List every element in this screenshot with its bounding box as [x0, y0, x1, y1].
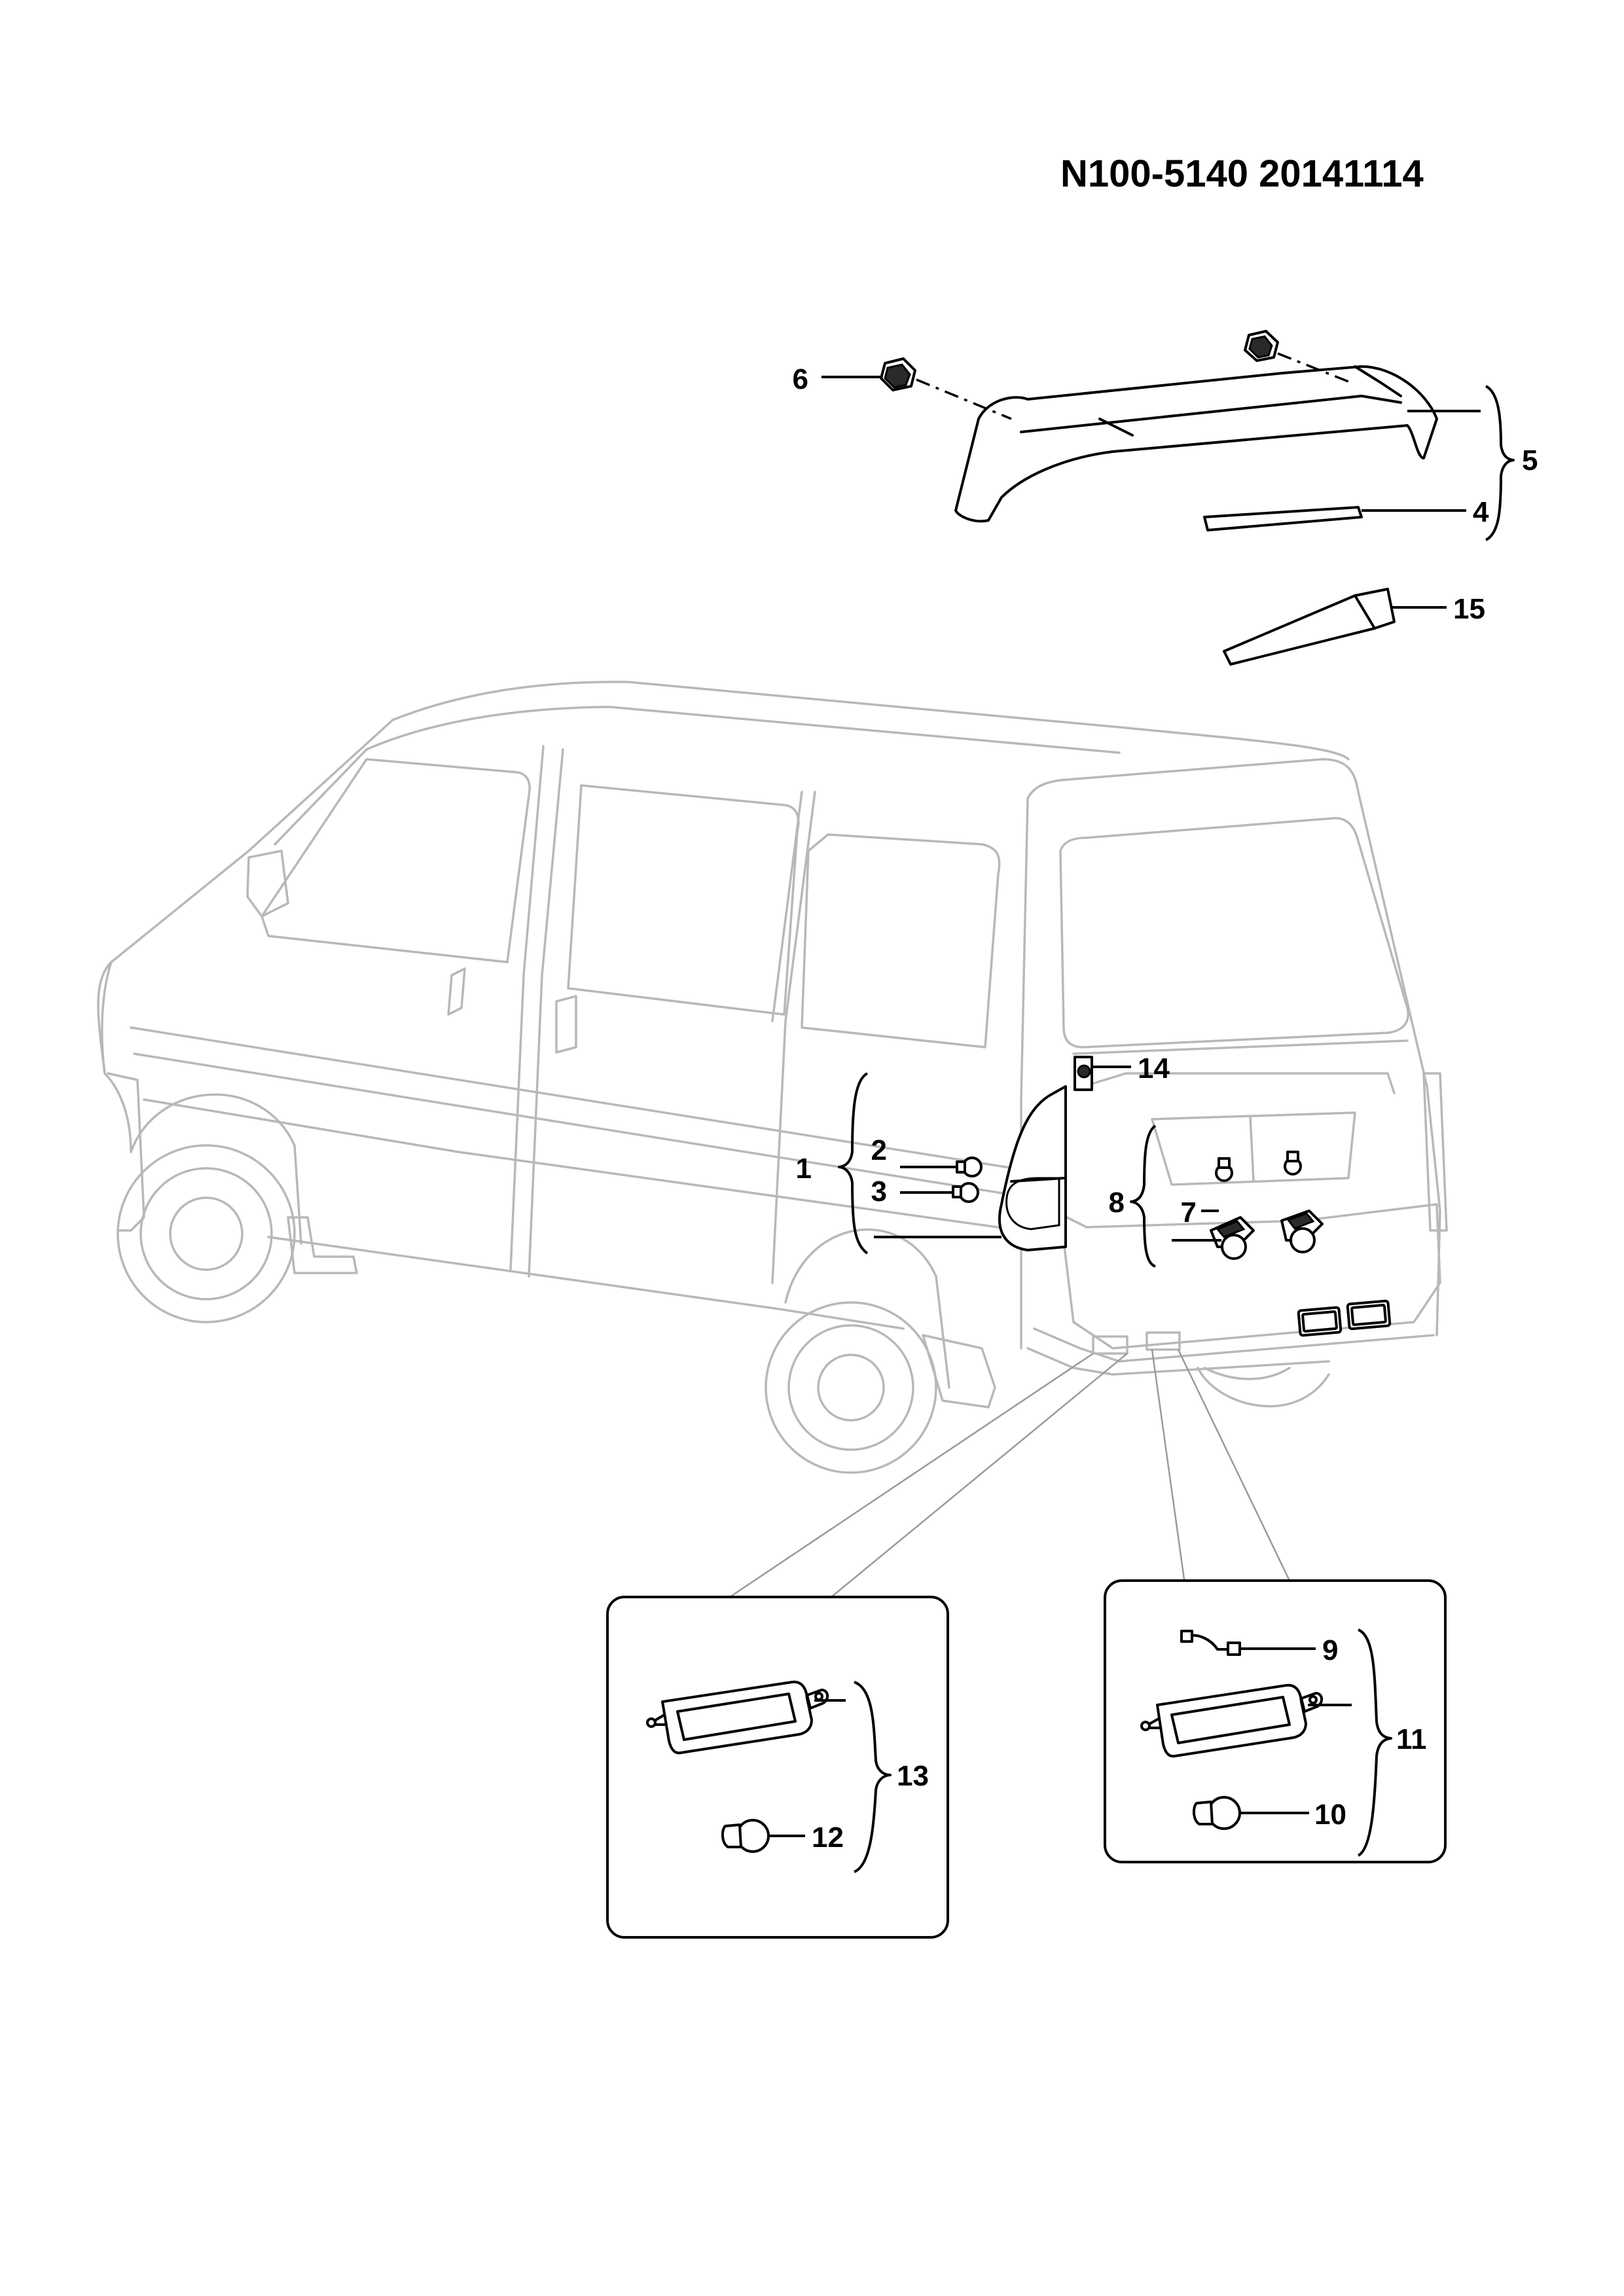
callout-12: 12 — [812, 1821, 844, 1854]
plate-lamp-right — [1280, 1210, 1324, 1253]
callout-14: 14 — [1138, 1052, 1170, 1085]
brace-11 — [1357, 1628, 1392, 1857]
callout-15: 15 — [1453, 593, 1485, 625]
bulb-2 — [956, 1157, 983, 1177]
diagram-title: N100-5140 20141114 — [1060, 152, 1424, 195]
brace-13 — [854, 1681, 892, 1873]
inset-reverse-lamp — [1104, 1579, 1447, 1863]
callout-1: 1 — [796, 1153, 812, 1185]
bumper-reflectors — [1297, 1299, 1392, 1337]
callout-11: 11 — [1396, 1723, 1427, 1755]
callout-4: 4 — [1473, 496, 1489, 528]
brace-5 — [1485, 385, 1515, 541]
tail-lamp — [998, 1085, 1067, 1251]
plate-lamp-left — [1210, 1216, 1255, 1260]
callout-13: 13 — [897, 1760, 929, 1792]
spoiler-nut-right — [1244, 330, 1279, 362]
rear-camera — [1074, 1056, 1093, 1091]
callout-6: 6 — [793, 363, 808, 395]
wiper-arm — [1223, 588, 1396, 666]
plate-bulb-left — [1215, 1157, 1233, 1182]
callout-7: 7 — [1181, 1196, 1197, 1229]
callout-8: 8 — [1109, 1187, 1125, 1219]
van-outline — [97, 681, 1448, 1474]
nut-axis-left — [916, 378, 1012, 420]
callout-5: 5 — [1522, 444, 1538, 476]
leader-lines — [821, 376, 1481, 1242]
spoiler-nut-left — [880, 357, 916, 391]
inset-guides — [729, 1349, 1291, 1598]
spoiler-seal — [1203, 506, 1363, 531]
braces — [838, 385, 1515, 1268]
callout-2: 2 — [871, 1134, 887, 1166]
plate-bulb-right — [1284, 1151, 1302, 1175]
reverse-lamp-wiring — [1180, 1630, 1241, 1656]
brace-8 — [1130, 1124, 1157, 1268]
callout-10: 10 — [1314, 1799, 1346, 1831]
fog-lamp-bulb — [721, 1819, 770, 1853]
callout-9: 9 — [1322, 1634, 1338, 1666]
callout-3: 3 — [871, 1175, 887, 1208]
reverse-lamp-bulb — [1192, 1796, 1241, 1830]
rear-spoiler — [954, 365, 1438, 523]
inset-rear-fog-lamp — [606, 1596, 949, 1939]
nut-axis-right — [1277, 352, 1352, 384]
reverse-lamp-housing — [1140, 1683, 1324, 1758]
bumper-lamp-slots — [1092, 1331, 1181, 1355]
fog-lamp-housing — [646, 1680, 829, 1755]
bulb-3 — [952, 1182, 979, 1203]
brace-1 — [838, 1072, 869, 1255]
